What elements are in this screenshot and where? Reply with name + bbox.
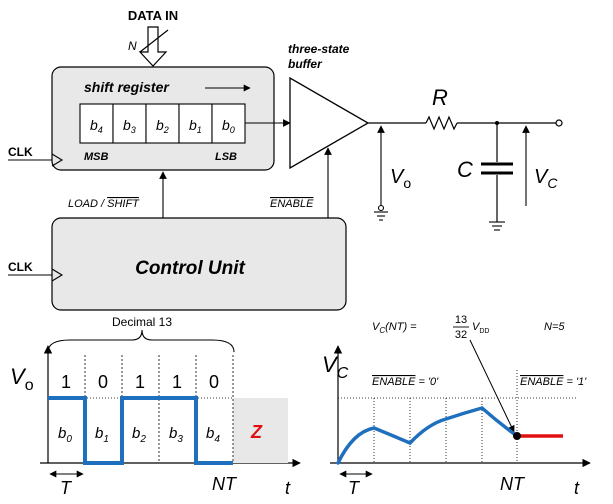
vo-waveform bbox=[48, 396, 233, 465]
vo-plot-ylabel: Vo bbox=[10, 364, 34, 394]
ground-symbol-capacitor bbox=[489, 221, 505, 231]
shift-register-label: shift register bbox=[84, 79, 170, 95]
high-impedance-region bbox=[233, 398, 288, 463]
lsb-label: LSB bbox=[215, 151, 237, 163]
clk-label-control: CLK bbox=[8, 260, 33, 274]
vo-ground-node bbox=[377, 204, 385, 212]
vc-equation-pointer bbox=[469, 339, 515, 433]
clk-triangle-register bbox=[51, 153, 64, 167]
high-impedance-label: Z bbox=[250, 422, 263, 442]
bit-value-2: 1 bbox=[135, 372, 145, 392]
vo-label: Vo bbox=[390, 166, 411, 191]
ground-symbol-vo bbox=[374, 211, 388, 221]
data-in-bus-arrow bbox=[138, 26, 168, 67]
three-state-buffer bbox=[289, 76, 370, 170]
vc-slot-dividers bbox=[373, 398, 483, 463]
clk-triangle-control bbox=[51, 268, 64, 282]
vc-nt-label: NT bbox=[500, 474, 526, 494]
vc-equation-denominator: 32 bbox=[455, 329, 467, 341]
clk-label-register: CLK bbox=[8, 145, 33, 159]
vc-waveform bbox=[336, 406, 519, 465]
resistor-label: R bbox=[432, 85, 448, 110]
vc-final-point bbox=[513, 432, 521, 440]
enable-zero-label: ENABLE = '0' bbox=[372, 376, 439, 388]
bit-value-4: 0 bbox=[209, 372, 219, 392]
bit-value-1: 0 bbox=[98, 372, 108, 392]
vo-period-label: T bbox=[60, 478, 73, 498]
resistor bbox=[425, 115, 458, 131]
decimal-brace bbox=[47, 329, 235, 353]
control-unit-label: Control Unit bbox=[135, 258, 245, 279]
data-in-label: DATA IN bbox=[128, 8, 178, 23]
vo-nt-label: NT bbox=[212, 474, 238, 494]
control-unit-box bbox=[51, 217, 347, 311]
load-shift-label: LOAD / SHIFT bbox=[68, 198, 140, 210]
vc-period-label: T bbox=[348, 478, 361, 498]
bit-value-3: 1 bbox=[172, 372, 182, 392]
enable-label: ENABLE bbox=[270, 198, 314, 210]
slot-label-b2: b2 bbox=[132, 425, 146, 445]
register-cells bbox=[79, 103, 246, 144]
capacitor-label: C bbox=[457, 157, 473, 182]
slot-label-b0: b0 bbox=[58, 425, 72, 445]
vc-equation-vdd: VDD bbox=[472, 321, 489, 335]
slot-label-b4: b4 bbox=[206, 425, 220, 445]
bit-value-0: 1 bbox=[61, 372, 71, 392]
enable-one-label: ENABLE = '1' bbox=[520, 376, 587, 388]
msb-label: MSB bbox=[84, 151, 109, 163]
vc-t-label: t bbox=[574, 478, 580, 498]
bus-width-label: N bbox=[128, 39, 137, 53]
n-equals-label: N=5 bbox=[544, 321, 565, 333]
bus-slash bbox=[139, 29, 169, 53]
slot-label-b1: b1 bbox=[95, 425, 109, 445]
vc-equation-numerator: 13 bbox=[455, 314, 467, 326]
buffer-label-line1: three-state bbox=[288, 42, 350, 56]
buffer-label-line2: buffer bbox=[288, 57, 323, 71]
decimal-label: Decimal 13 bbox=[112, 315, 172, 329]
vc-label: VC bbox=[534, 166, 558, 191]
vc-plot-ylabel: VC bbox=[322, 352, 349, 382]
output-terminal bbox=[555, 119, 563, 127]
vc-equation: VC(NT) = bbox=[372, 321, 417, 335]
slot-label-b3: b3 bbox=[169, 425, 183, 445]
vo-t-label: t bbox=[285, 478, 291, 498]
